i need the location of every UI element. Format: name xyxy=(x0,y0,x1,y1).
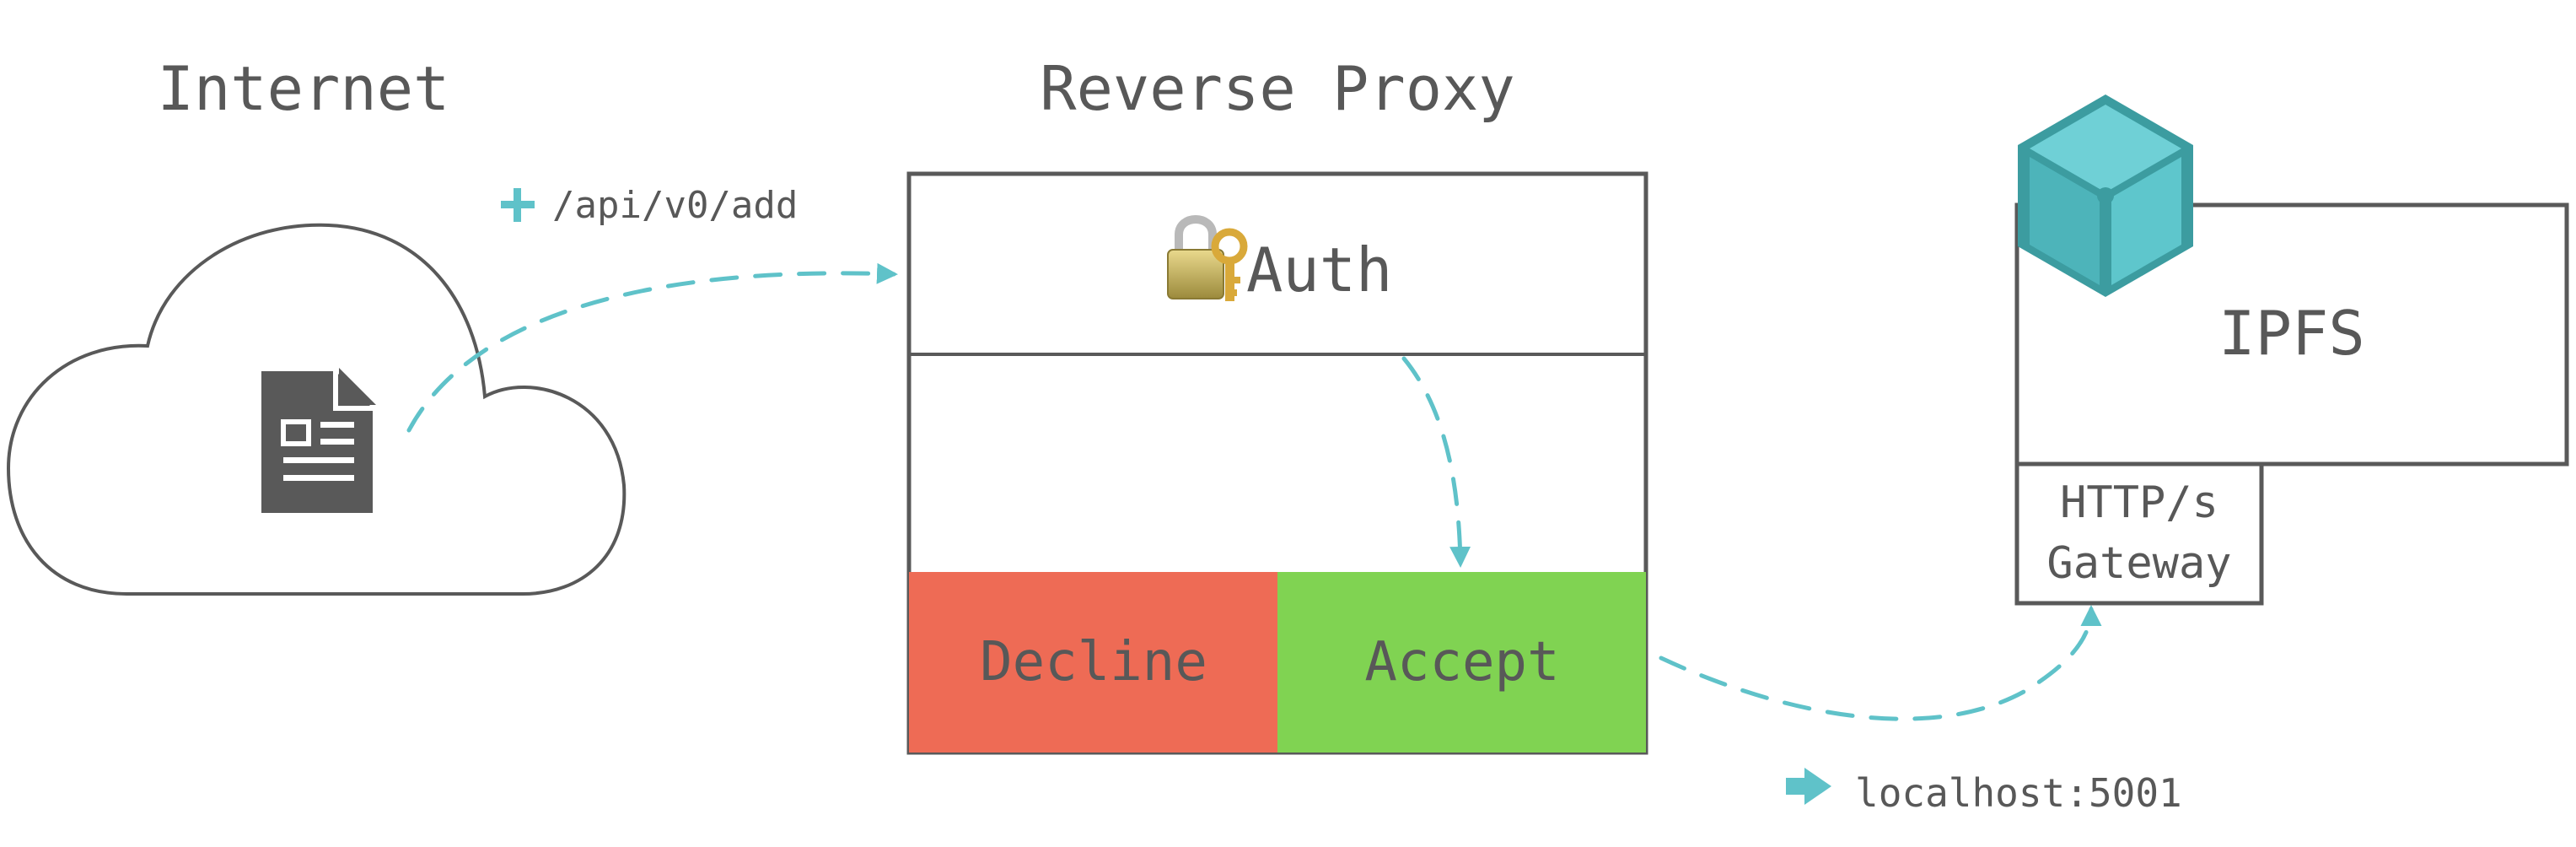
ipfs-cube-icon xyxy=(2018,94,2193,297)
auth-label: Auth xyxy=(1246,235,1392,305)
accept-to-gateway-arrow xyxy=(1659,605,2102,721)
request-flow-arrow xyxy=(406,262,898,433)
document-icon xyxy=(261,368,376,513)
internet-title: Internet xyxy=(158,53,450,124)
auth-to-accept-arrow xyxy=(1401,356,1471,568)
accept-block xyxy=(1277,572,1646,753)
accept-label: Accept xyxy=(1364,631,1559,693)
plus-icon xyxy=(501,188,535,222)
gateway-box xyxy=(2014,461,2264,606)
reverse-proxy-title: Reverse Proxy xyxy=(1040,53,1515,124)
decline-label: Decline xyxy=(980,631,1207,693)
lock-key-icon xyxy=(1167,215,1248,301)
gateway-label-line1: HTTP/s xyxy=(2060,477,2218,528)
ipfs-label: IPFS xyxy=(2218,298,2364,369)
forward-target-label: localhost:5001 xyxy=(1855,770,2182,816)
decline-block xyxy=(909,572,1277,753)
arrow-right-icon xyxy=(1786,768,1831,805)
request-endpoint-label: /api/v0/add xyxy=(552,184,798,227)
gateway-label-line2: Gateway xyxy=(2046,538,2231,589)
